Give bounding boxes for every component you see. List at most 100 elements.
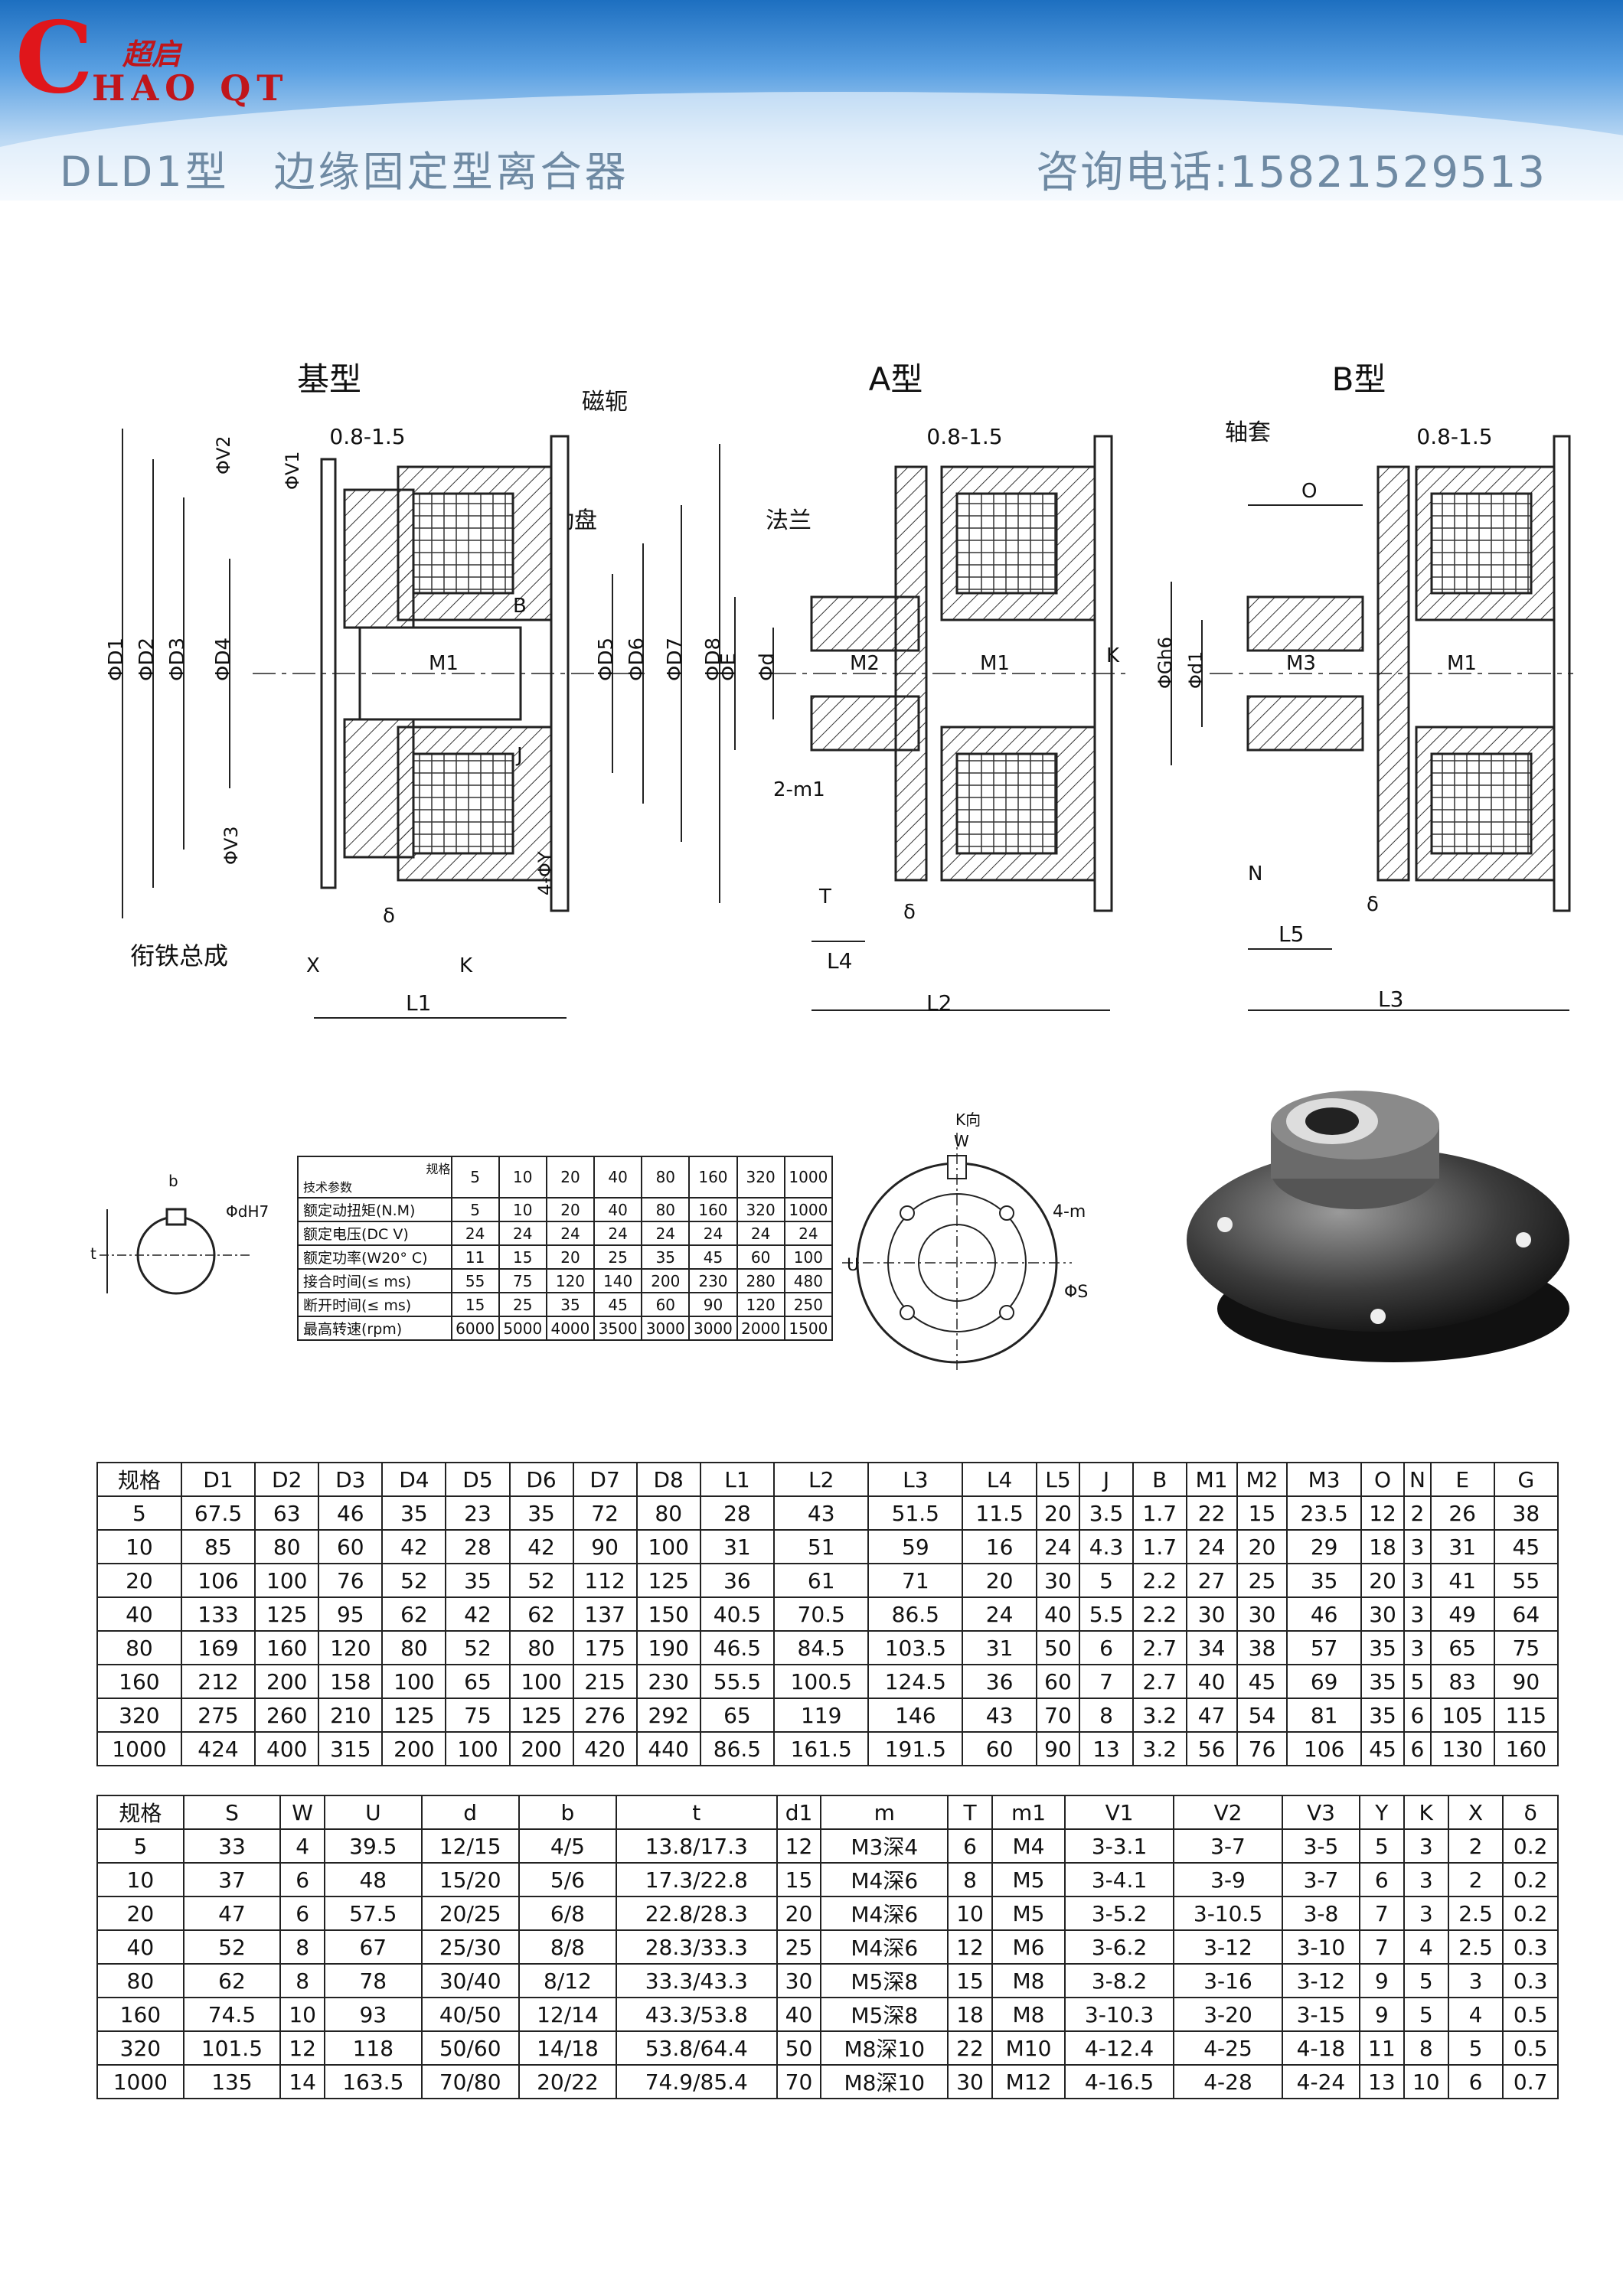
dim-V1: ΦV1 bbox=[282, 451, 303, 490]
table-cell: 30 bbox=[1185, 1596, 1238, 1632]
table-cell: 61 bbox=[773, 1563, 870, 1598]
table-cell: 3-10.5 bbox=[1173, 1896, 1283, 1931]
dim-M3: M3 bbox=[1286, 652, 1316, 675]
table-cell: 11.5 bbox=[962, 1495, 1037, 1531]
dim-D5: ΦD5 bbox=[595, 638, 618, 681]
table-cell: 12 bbox=[279, 2030, 326, 2066]
table-header-cell: d1 bbox=[776, 1795, 822, 1830]
dim-T: T bbox=[818, 885, 831, 908]
table-cell: 3000 bbox=[641, 1316, 691, 1341]
sleeve-label: 轴套 bbox=[1225, 419, 1271, 446]
table-cell: M3深4 bbox=[820, 1828, 949, 1864]
table-cell: 25 bbox=[1236, 1563, 1288, 1598]
table-cell: 42 bbox=[445, 1596, 511, 1632]
table-cell: 3-5.2 bbox=[1064, 1896, 1175, 1931]
table-cell: 120 bbox=[318, 1630, 384, 1665]
table-cell: 2000 bbox=[736, 1316, 785, 1341]
dim-a-K: K bbox=[1106, 644, 1120, 667]
table-cell: 70 bbox=[1035, 1698, 1081, 1733]
table-header-cell: 1000 bbox=[783, 1156, 834, 1199]
dim-b-M1: M1 bbox=[1447, 652, 1477, 675]
table-cell: 0.3 bbox=[1502, 1929, 1559, 1965]
table-cell: 3-20 bbox=[1173, 1997, 1283, 2032]
table-cell: 65 bbox=[445, 1664, 511, 1699]
table-cell: 69 bbox=[1286, 1664, 1362, 1699]
dim-D2: ΦD2 bbox=[136, 638, 158, 681]
table-cell: 230 bbox=[688, 1268, 738, 1293]
table-cell: 23 bbox=[445, 1495, 511, 1531]
table-cell: 24 bbox=[545, 1221, 596, 1246]
table-cell: M4深6 bbox=[820, 1929, 949, 1965]
table-cell: 10 bbox=[947, 1896, 993, 1931]
dim-G: ΦGh6 bbox=[1154, 637, 1176, 689]
table-header-cell: K bbox=[1403, 1795, 1449, 1830]
table-cell: 20 bbox=[545, 1244, 596, 1270]
table-cell: 15 bbox=[776, 1862, 822, 1897]
table-header-cell: d bbox=[420, 1795, 520, 1830]
table-cell: 125 bbox=[381, 1698, 447, 1733]
table-cell: 38 bbox=[1236, 1630, 1288, 1665]
table-cell: 160 bbox=[1493, 1731, 1559, 1766]
table-cell: 5 bbox=[96, 1828, 185, 1864]
table-cell: 12/14 bbox=[518, 1997, 618, 2032]
table-cell: 420 bbox=[572, 1731, 638, 1766]
table-cell: 18 bbox=[1360, 1529, 1406, 1564]
table-cell: 3 bbox=[1403, 1630, 1432, 1665]
table-cell: 0.5 bbox=[1502, 2030, 1559, 2066]
logo-english: HAO QT bbox=[92, 67, 289, 109]
table-cell: 40 bbox=[96, 1596, 182, 1632]
key-b: b bbox=[168, 1172, 178, 1190]
table-cell: 124.5 bbox=[867, 1664, 964, 1699]
table-cell: 50 bbox=[776, 2030, 822, 2066]
table-cell: 70.5 bbox=[773, 1596, 870, 1632]
table-cell: 67 bbox=[324, 1929, 423, 1965]
table-cell: 2.7 bbox=[1132, 1630, 1187, 1665]
table-cell: 130 bbox=[1429, 1731, 1495, 1766]
table-cell: 81 bbox=[1286, 1698, 1362, 1733]
table-cell: 6 bbox=[1079, 1630, 1134, 1665]
table-cell: 25 bbox=[498, 1292, 547, 1317]
table-cell: 51.5 bbox=[867, 1495, 964, 1531]
table-cell: 103.5 bbox=[867, 1630, 964, 1665]
table-cell: 35 bbox=[1360, 1630, 1406, 1665]
table-cell: 95 bbox=[318, 1596, 384, 1632]
table-cell: 2 bbox=[1403, 1495, 1432, 1531]
table-cell: 4.3 bbox=[1079, 1529, 1134, 1564]
table-cell: 4-16.5 bbox=[1064, 2064, 1175, 2099]
table-cell: 12 bbox=[947, 1929, 993, 1965]
table-cell: 7 bbox=[1358, 1896, 1405, 1931]
table-cell: 40/50 bbox=[420, 1997, 520, 2032]
table-cell: 3-15 bbox=[1282, 1997, 1360, 2032]
table-cell: 26 bbox=[1429, 1495, 1495, 1531]
table-cell: 64 bbox=[1493, 1596, 1559, 1632]
table-cell: 100 bbox=[445, 1731, 511, 1766]
table-header-cell: G bbox=[1493, 1462, 1559, 1497]
table-cell: 125 bbox=[635, 1563, 701, 1598]
table-cell: 15 bbox=[947, 1963, 993, 1998]
table-cell: 22 bbox=[1185, 1495, 1238, 1531]
table-cell: 120 bbox=[736, 1292, 785, 1317]
table-cell: 10 bbox=[96, 1862, 185, 1897]
table-cell: 9 bbox=[1358, 1963, 1405, 1998]
table-cell: 55 bbox=[1493, 1563, 1559, 1598]
table-cell: 35 bbox=[641, 1244, 691, 1270]
table-cell: 76 bbox=[318, 1563, 384, 1598]
table-cell: 3 bbox=[1403, 1828, 1449, 1864]
table-header-cell: W bbox=[279, 1795, 326, 1830]
table-cell: 22.8/28.3 bbox=[616, 1896, 778, 1931]
table-cell: 31 bbox=[699, 1529, 776, 1564]
b-type-title: B型 bbox=[1332, 360, 1386, 398]
table-cell: 65 bbox=[1429, 1630, 1495, 1665]
table-cell: 25/30 bbox=[420, 1929, 520, 1965]
table-cell: 25 bbox=[776, 1929, 822, 1965]
table-cell: 80 bbox=[508, 1630, 574, 1665]
table-cell: 2.2 bbox=[1132, 1563, 1187, 1598]
dim-X: X bbox=[306, 954, 320, 977]
table-header-cell: b bbox=[518, 1795, 618, 1830]
table-cell: 30 bbox=[1236, 1596, 1288, 1632]
table-cell: 3-12 bbox=[1282, 1963, 1360, 1998]
table-cell: 3-10 bbox=[1282, 1929, 1360, 1965]
table-header-cell: 40 bbox=[593, 1156, 643, 1199]
